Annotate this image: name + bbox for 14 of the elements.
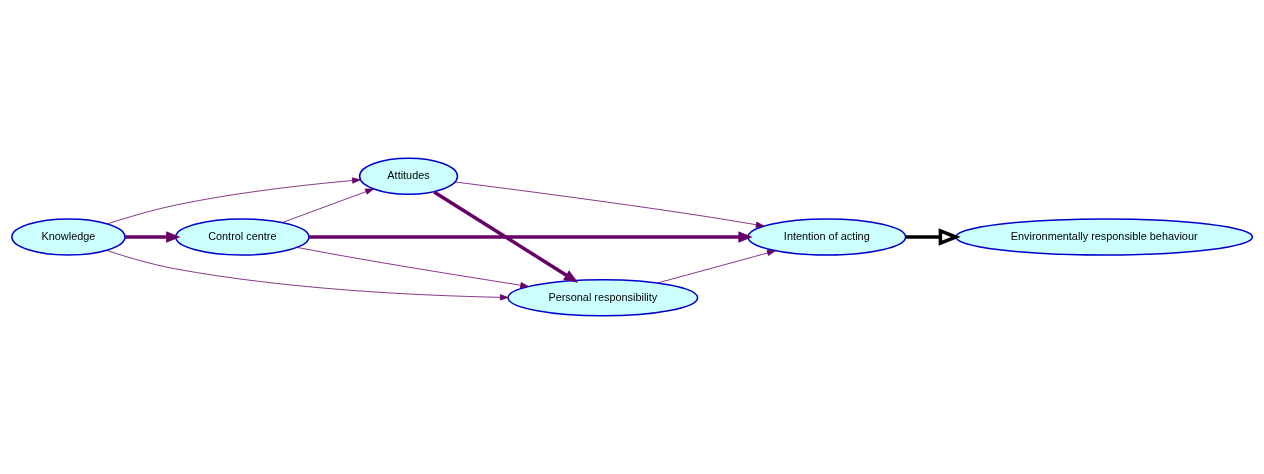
arrow — [905, 228, 961, 246]
arrow — [657, 249, 776, 284]
arrow — [454, 181, 765, 228]
arrow — [282, 188, 374, 223]
node-ellipse: Personal responsibility — [507, 278, 699, 317]
arrow — [433, 190, 579, 283]
node-ellipse: Environmentally responsible behaviour — [955, 218, 1254, 256]
arrow — [296, 247, 529, 289]
arrow — [125, 231, 181, 243]
arrow — [309, 231, 753, 243]
node-ellipse: Knowledge — [11, 218, 126, 256]
arrow — [106, 250, 509, 301]
node-ellipse: Control centre — [174, 218, 310, 256]
arrow — [107, 177, 361, 225]
